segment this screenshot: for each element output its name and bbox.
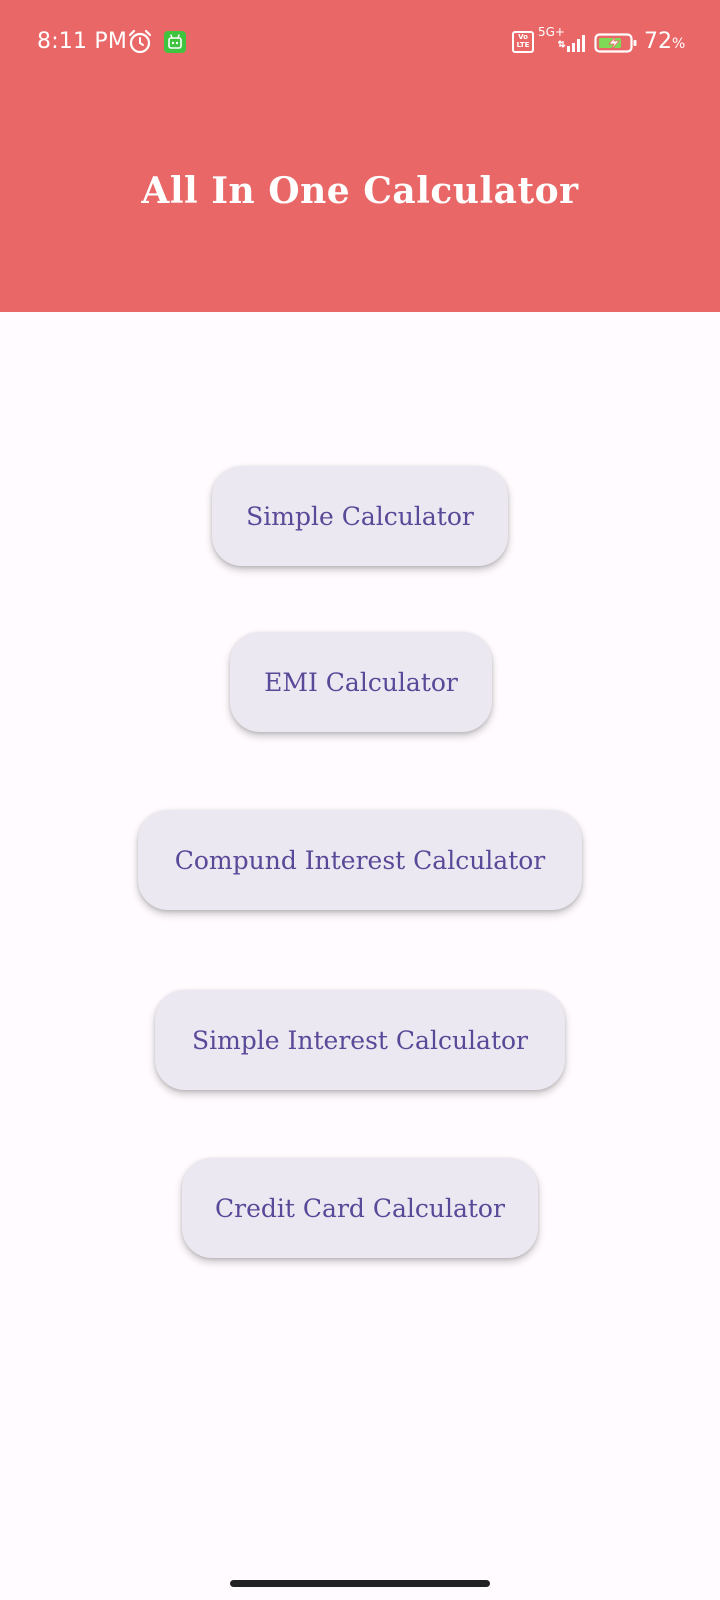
simple-interest-calculator-button[interactable]: Simple Interest Calculator [155, 990, 565, 1090]
alarm-icon [128, 29, 152, 54]
home-gesture-bar[interactable] [230, 1580, 490, 1587]
app-header: 8:11 PM Vo LTE 5G+ [0, 0, 720, 312]
volte-icon: Vo LTE [512, 31, 534, 53]
battery-charging-icon [594, 33, 637, 53]
simple-calculator-button[interactable]: Simple Calculator [212, 466, 508, 566]
emi-calculator-button[interactable]: EMI Calculator [230, 632, 492, 732]
network-type-label: 5G+ [538, 25, 565, 39]
app-notification-icon [164, 31, 186, 53]
status-time: 8:11 PM [37, 29, 128, 54]
status-bar: 8:11 PM Vo LTE 5G+ [0, 0, 720, 86]
credit-card-calculator-button[interactable]: Credit Card Calculator [182, 1158, 538, 1258]
page-title: All In One Calculator [141, 170, 579, 212]
signal-icon [558, 35, 585, 52]
compound-interest-calculator-button[interactable]: Compund Interest Calculator [138, 810, 582, 910]
battery-percent: 72% [644, 29, 686, 54]
